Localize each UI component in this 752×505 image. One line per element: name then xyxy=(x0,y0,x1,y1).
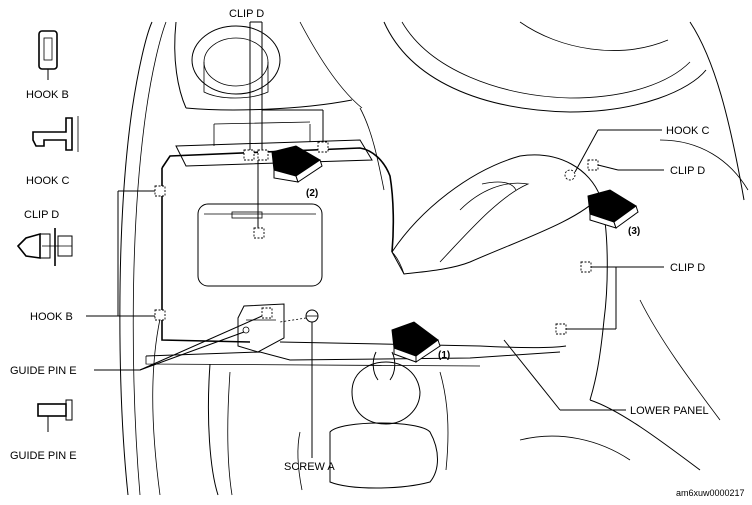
arrow-step-2-icon xyxy=(271,145,323,183)
screw-a-icon xyxy=(279,309,319,323)
clip-locators xyxy=(154,141,599,335)
screw-a-label: SCREW A xyxy=(284,461,335,473)
hook-b-icon-label: HOOK B xyxy=(26,89,69,101)
guide-pin-e-icon xyxy=(37,399,73,432)
hook-c-circle xyxy=(564,169,576,181)
hook-c-label: HOOK C xyxy=(666,125,709,137)
clip-d-top-box-2 xyxy=(257,149,269,161)
step-1-number: (1) xyxy=(438,350,450,361)
lower-panel-label: LOWER PANEL xyxy=(630,405,709,417)
arrow-step-1-icon xyxy=(391,321,441,363)
hook-b-label: HOOK B xyxy=(30,311,73,323)
clip-d-right-box-1 xyxy=(587,159,599,171)
leader-lines xyxy=(86,21,664,458)
hook-c-icon xyxy=(32,116,79,152)
guide-pin-e-icon-label: GUIDE PIN E xyxy=(10,450,77,462)
hook-c-icon-label: HOOK C xyxy=(26,175,69,187)
clip-d-icon xyxy=(16,228,73,266)
hook-b-upper-box xyxy=(154,185,166,197)
step-3-number: (3) xyxy=(628,226,640,237)
hook-b-lower-box xyxy=(154,309,166,321)
arrow-step-3-icon xyxy=(587,189,639,229)
hook-b-icon xyxy=(38,30,58,80)
clip-d-icon-label: CLIP D xyxy=(24,209,59,221)
interior-line-art xyxy=(119,21,749,496)
clip-d-right-mid-label: CLIP D xyxy=(670,262,705,274)
step-2-number: (2) xyxy=(306,188,318,199)
clip-d-top-label: CLIP D xyxy=(229,8,264,20)
clip-d-right-top-label: CLIP D xyxy=(670,165,705,177)
guide-pin-e-label: GUIDE PIN E xyxy=(10,365,77,377)
figure-code: am6xuw0000217 xyxy=(676,488,745,498)
clip-d-glove-box xyxy=(253,227,265,239)
clip-d-top-box-3 xyxy=(317,141,329,153)
guide-pin-e-box xyxy=(261,307,273,319)
clip-d-top-box-1 xyxy=(243,149,255,161)
clip-d-right-box-3 xyxy=(555,323,567,335)
clip-d-right-box-2 xyxy=(580,261,592,273)
